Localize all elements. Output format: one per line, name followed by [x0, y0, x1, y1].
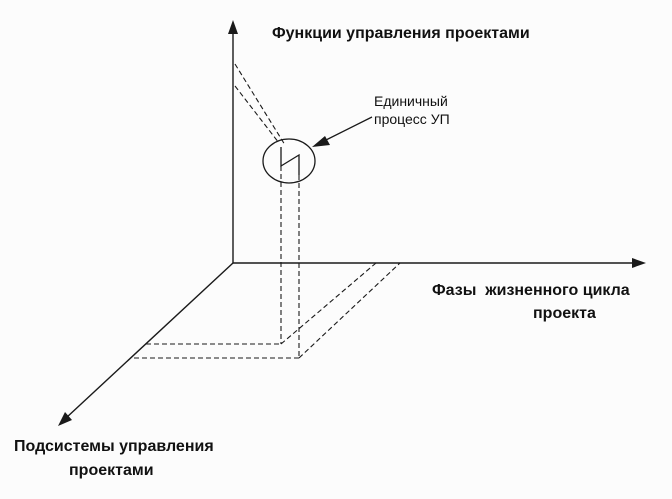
subsystems-axis-line: [65, 262, 234, 419]
projection-floor-diagonal-upper: [280, 262, 377, 345]
subsystems-axis-label-line1: Подсистемы управления: [14, 438, 214, 455]
subsystems-axis-arrowhead: [58, 412, 72, 426]
process-pointer-arrowhead: [312, 136, 330, 147]
phases-axis-label-line2: проекта: [533, 305, 596, 322]
process-zigzag: [280, 147, 300, 175]
functions-axis-label: Функции управления проектами: [272, 25, 530, 42]
functions-axis-arrowhead: [228, 20, 238, 34]
process-label-line1: Единичный: [374, 93, 448, 109]
projection-upper-diagonal: [234, 63, 286, 146]
projection-lines: [134, 63, 401, 359]
phases-axis-arrowhead: [632, 258, 646, 268]
process-circle: [262, 138, 316, 184]
projection-floor-diagonal-lower: [298, 262, 401, 359]
process-label-line2: процесс УП: [374, 111, 450, 127]
process-pointer-line: [321, 116, 373, 143]
projection-lower-diagonal: [234, 85, 280, 144]
phases-axis-label-line1: Фазы жизненного цикла: [432, 282, 630, 299]
subsystems-axis-label-line2: проектами: [69, 462, 154, 479]
